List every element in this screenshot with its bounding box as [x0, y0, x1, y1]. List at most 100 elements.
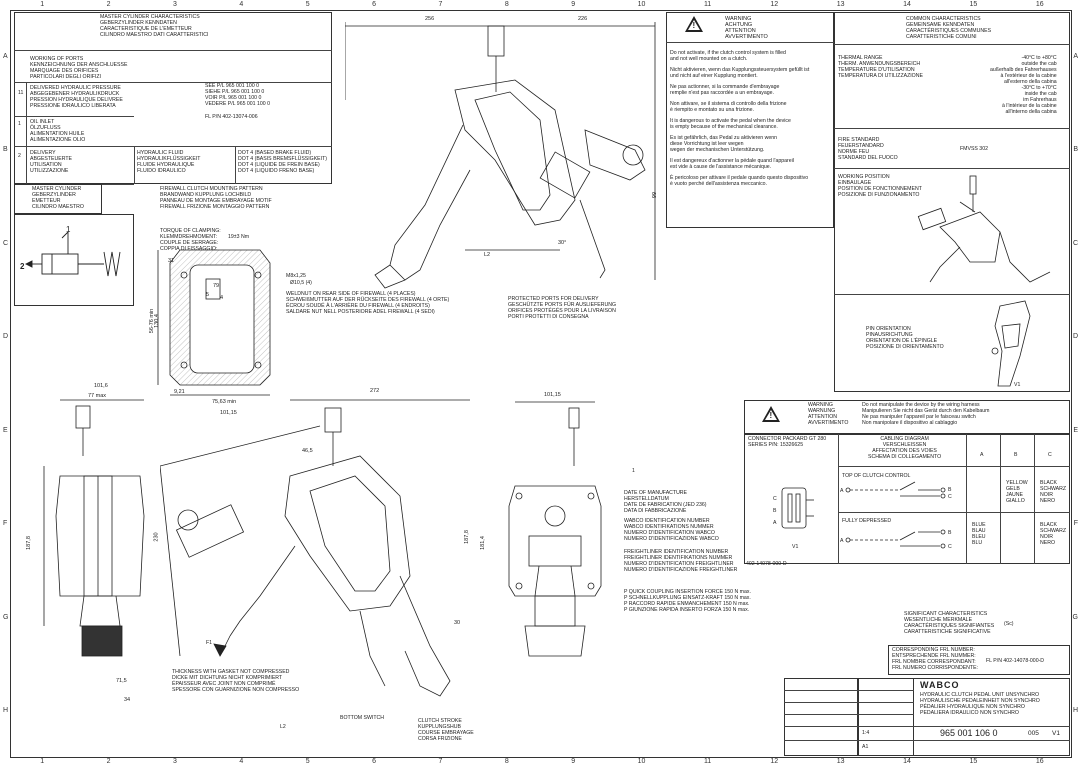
connector-drawing — [781, 487, 814, 529]
row3-label: DELIVERY ABGESTEUERTE UTILISATION UTILIZ… — [30, 150, 72, 174]
sw-full-pin-b: B — [948, 530, 952, 536]
grid-col-label: 3 — [172, 758, 177, 765]
pin-orientation-drawing — [991, 300, 1031, 387]
row2-num: 1 — [18, 121, 21, 127]
side-dim-1878: 187,8 — [463, 530, 470, 544]
switch-diagrams — [845, 481, 946, 549]
grid-row-label: H — [3, 707, 9, 715]
firewall-pattern-drawing — [157, 249, 271, 396]
grid-row-label: E — [1073, 426, 1078, 434]
date-of-manufacture: DATE OF MANUFACTURE HERSTELLDATUM DATE D… — [624, 490, 707, 514]
thermal-values: -40°C to +80°C outside the cab außerhalb… — [990, 55, 1057, 115]
top-b-color: YELLOW GELB JAUNE GIALLO — [1006, 480, 1028, 504]
grid-col-label: 1 — [40, 758, 45, 765]
iso-l2: L2 — [280, 724, 286, 730]
grid-row-label: B — [3, 146, 8, 154]
fw-dim-130: 130,4 — [153, 314, 160, 328]
top-clutch-label: TOP OF CLUTCH CONTROL — [842, 473, 911, 479]
grid-row-label: A — [1073, 52, 1078, 60]
fw-dim-7563: 75,63 min — [212, 399, 237, 405]
force-f1: F1 — [206, 640, 213, 646]
warning1-paragraph: Es ist gefährlich, das Pedal zu aktivier… — [670, 135, 777, 153]
left-front-view-drawing — [43, 399, 145, 657]
fully-depressed-label: FULLY DEPRESSED — [842, 518, 892, 524]
fire-value: FMVSS 302 — [960, 146, 988, 152]
hole-size: Ø10,5 (4) — [290, 280, 312, 286]
grid-row-label: A — [3, 52, 8, 60]
left-dim-715: 71,5 — [116, 678, 127, 684]
warning1-paragraphs: Do not activate, if the clutch control s… — [670, 50, 830, 192]
protected-ports-note: PROTECTED PORTS FOR DELIVERY GESCHÜTZTE … — [508, 296, 616, 320]
warning1-paragraph: Il est dangereux d'actionner la pédale q… — [670, 158, 794, 170]
working-position-label: WORKING POSITION EINBAULAGE POSITION DE … — [838, 174, 922, 198]
cabling-title: CABLING DIAGRAM VERSCHLEISSEN AFFECTATIO… — [868, 436, 942, 460]
conn-pin-c: C — [773, 496, 777, 502]
grid-col-label: 13 — [836, 758, 845, 765]
symbol-port-1: 1 — [66, 225, 71, 234]
ports-title: WORKING OF PORTS KENNZEICHNUNG DER ANSCH… — [30, 56, 128, 80]
top-dim-226: 226 — [578, 16, 588, 22]
grid-col-label: 6 — [372, 1, 376, 8]
warning1-paragraph: È pericoloso per attivare il pedale quan… — [670, 175, 809, 187]
common-title: COMMON CHARACTERISTICS GEMEINSAME KENNDA… — [906, 16, 992, 40]
grid-col-label: 12 — [770, 1, 779, 8]
grid-col-label: 15 — [969, 1, 978, 8]
fw-dim-5: 5 — [206, 292, 210, 298]
conn-pin-b: B — [773, 508, 777, 514]
warning-box-1 — [666, 12, 834, 228]
sw-full-pin-c: C — [948, 544, 952, 550]
grid-col-label: 5 — [305, 758, 310, 765]
warning-icon-2: ! — [762, 406, 780, 422]
grid-row-label: B — [1073, 146, 1078, 154]
connector-view-label: V1 — [792, 544, 799, 550]
mc-title: MASTER CYLINDER CHARACTERISTICS GEBERZYL… — [100, 14, 209, 38]
thickness-note: THICKNESS WITH GASKET NOT COMPRESSED DIC… — [172, 669, 300, 693]
grid-col-label: 16 — [1035, 1, 1044, 8]
row1-num: 11 — [18, 90, 24, 96]
connector-table — [744, 434, 1070, 564]
pin-view-label: V1 — [1014, 382, 1021, 388]
grid-col-label: 10 — [637, 1, 646, 8]
grid-row-label: C — [3, 239, 9, 247]
grid-row-label: F — [1073, 520, 1078, 528]
grid-row-label: G — [3, 613, 9, 621]
cabling-col-b: B — [1014, 452, 1018, 458]
left-dim-77: 77 max — [88, 393, 107, 399]
grid-col-label: 4 — [239, 758, 244, 765]
sw-top-pin-c: C — [948, 494, 952, 500]
warning1-paragraph: It is dangerous to activate the pedal wh… — [670, 118, 791, 130]
cabling-col-c: C — [1048, 452, 1052, 458]
title-description: HYDRAULIC CLUTCH PEDAL UNIT UNSYNCHRO HY… — [920, 692, 1040, 716]
grid-row-label: F — [3, 520, 8, 528]
fw-dim-31: 31 — [168, 258, 175, 264]
row1-pn: FL P/N 402-13074-006 — [205, 114, 258, 120]
grid-col-label: 8 — [504, 758, 509, 765]
left-dim-34: 34 — [124, 697, 131, 703]
drawing-scale: 1:4 — [862, 730, 870, 736]
revision: V1 — [1052, 730, 1060, 737]
grid-col-label: 11 — [703, 758, 712, 765]
top-dim-angle: 30° — [558, 240, 567, 246]
grid-row-label: H — [1072, 707, 1078, 715]
iso-dim-272: 272 — [370, 388, 380, 394]
warning-box-2 — [744, 400, 1070, 434]
fluid-label: HYDRAULIC FLUID HYDRAULIKFLÜSSIGKEIT FLU… — [137, 150, 201, 174]
top-dim-l2: L2 — [484, 252, 491, 258]
torque-label: TORQUE OF CLAMPING: KLEMMDREHMOMENT: COU… — [160, 228, 221, 252]
grid-col-label: 15 — [969, 758, 978, 765]
grid-col-label: 10 — [637, 758, 646, 765]
top-c-color: BLACK SCHWARZ NOIR NERO — [1040, 480, 1067, 504]
thermal-label: THERMAL RANGE THERM. ANWENDUNGSBEREICH T… — [838, 55, 923, 79]
grid-col-label: 13 — [836, 1, 845, 8]
grid-col-label: 16 — [1035, 758, 1044, 765]
sw-full-pin-a: A — [840, 538, 844, 544]
bottom-switch-label: BOTTOM SWITCH — [340, 715, 384, 721]
warning1-paragraph: Non attivare, se il sistema di controllo… — [670, 101, 787, 113]
corr-frl-label: CORRESPONDING FRL NUMBER: ENTSPRECHENDE … — [892, 647, 978, 671]
top-dim-256: 256 — [425, 16, 435, 22]
mc-label: MASTER CYLINDER GEBERZYLINDER EMETTEUR C… — [32, 186, 84, 210]
grid-col-label: 7 — [438, 1, 443, 8]
pin-orientation-label: PIN ORIENTATION PINAUSRICHTUNG ORIENTATI… — [866, 326, 944, 350]
weldnut-note: WELDNUT ON REAR SIDE OF FIREWALL (4 PLAC… — [286, 291, 450, 315]
